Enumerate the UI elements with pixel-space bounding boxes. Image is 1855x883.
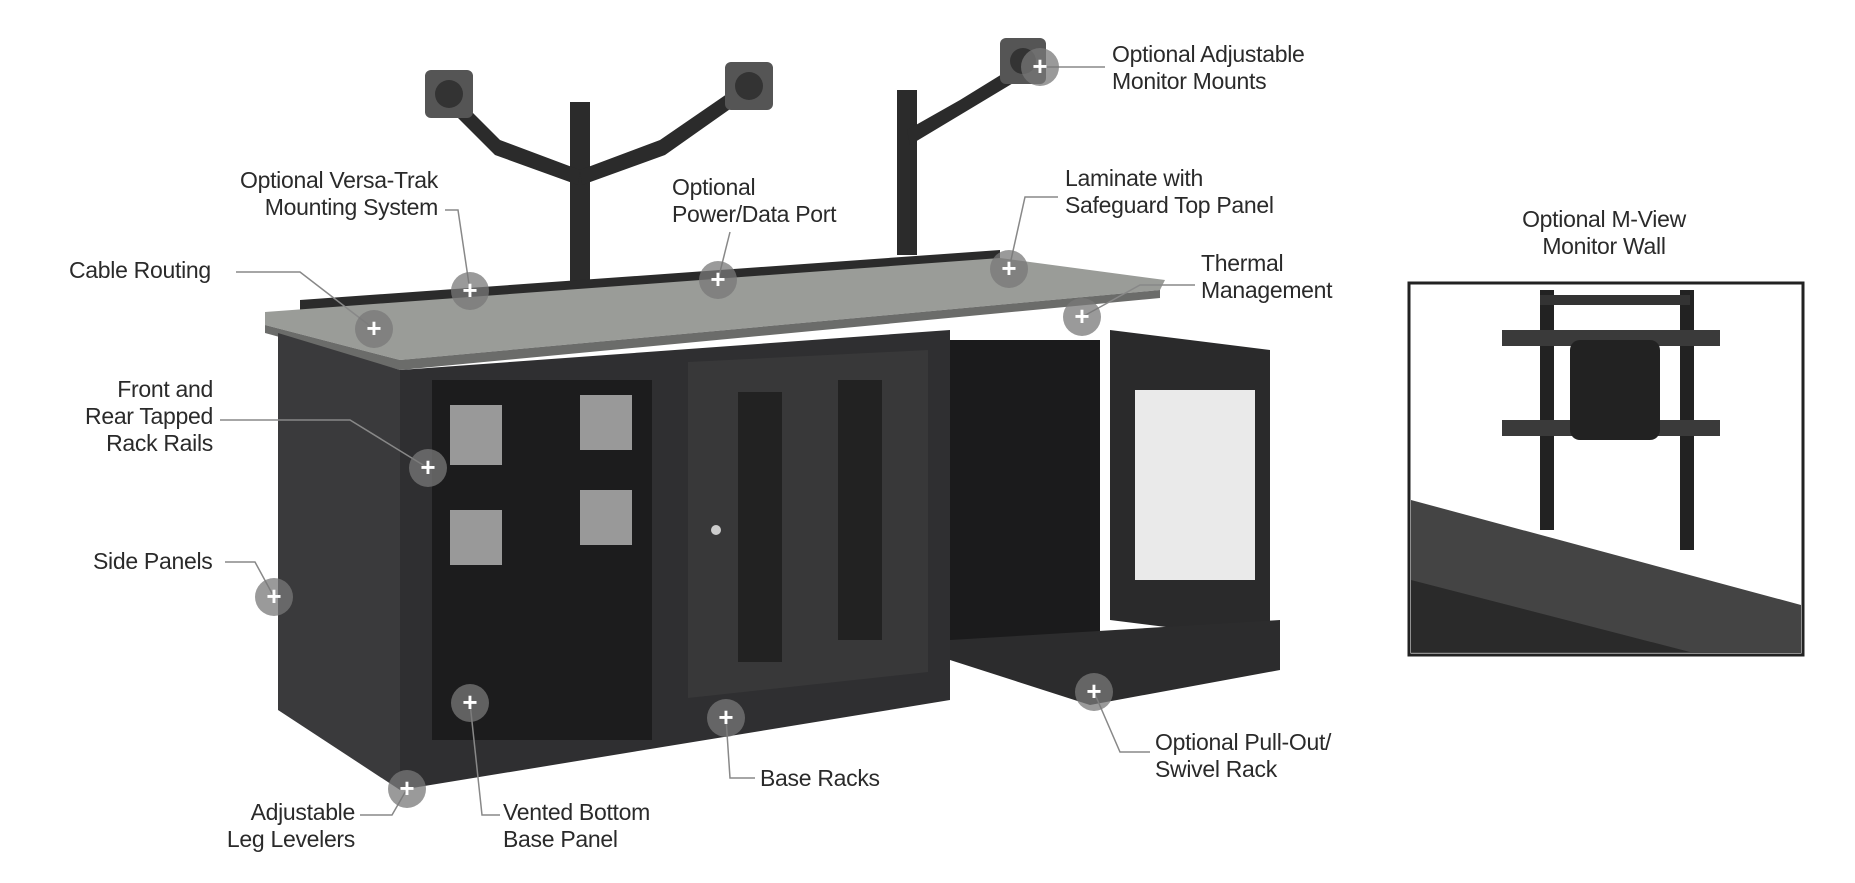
label-line: Front and [117,376,213,402]
label-line: Monitor Wall [1542,233,1666,259]
label-side-panels: Side Panels [93,548,213,575]
label-cable-routing: Cable Routing [69,257,211,284]
label-laminate: Laminate with Safeguard Top Panel [1065,165,1274,219]
side-panel [278,333,400,790]
label-line: Laminate with [1065,165,1204,191]
label-line: Mounting System [264,194,439,220]
label-vented-bottom: Vented Bottom Base Panel [503,799,650,853]
label-pull-out: Optional Pull-Out/ Swivel Rack [1155,729,1331,783]
label-line: Rack Rails [106,430,213,456]
label-line: Rear Tapped [85,403,213,429]
hotspot-laminate[interactable]: + [990,250,1028,288]
label-monitor-wall: Optional M-View Monitor Wall [1504,206,1704,260]
label-line: Power/Data Port [672,201,837,227]
label-line: Monitor Mounts [1112,68,1267,94]
label-rack-rails: Front and Rear Tapped Rack Rails [85,376,213,457]
hotspot-pull-out[interactable]: + [1075,673,1113,711]
pull-out-tray [950,620,1280,705]
hotspot-monitor-mounts[interactable]: + [1021,48,1059,86]
monitor-wall-inset [1407,281,1805,657]
label-line: Leg Levelers [226,826,355,852]
base-rack-door [688,350,928,698]
label-line: Vented Bottom [503,799,650,825]
label-power-data: Optional Power/Data Port [672,174,837,228]
monitor-mounts [425,38,1046,282]
hotspot-thermal[interactable]: + [1063,298,1101,336]
label-line: Swivel Rack [1155,756,1277,782]
label-line: Optional Versa-Trak [240,167,438,193]
label-versa-trak: Optional Versa-Trak Mounting System [240,167,438,221]
label-line: Adjustable [250,799,356,825]
label-line: Optional Pull-Out/ [1155,729,1332,755]
label-line: Side Panels [93,548,213,574]
label-line: Base Racks [760,765,880,791]
hotspot-leg-levelers[interactable]: + [388,770,426,808]
label-line: Cable Routing [69,257,211,283]
hotspot-versa-trak[interactable]: + [451,272,489,310]
label-thermal: Thermal Management [1201,250,1333,304]
hotspot-side-panels[interactable]: + [255,578,293,616]
hotspot-cable-routing[interactable]: + [355,310,393,348]
hotspot-power-data[interactable]: + [699,261,737,299]
label-line: Optional Adjustable [1112,41,1305,67]
label-line: Optional M-View [1522,206,1686,232]
label-line: Safeguard Top Panel [1065,192,1274,218]
label-monitor-mounts: Optional Adjustable Monitor Mounts [1112,41,1305,95]
hotspot-rack-rails[interactable]: + [409,449,447,487]
label-base-racks: Base Racks [760,765,880,792]
rack-frame [950,340,1100,640]
label-line: Base Panel [503,826,618,852]
label-leg-levelers: Adjustable Leg Levelers [227,799,355,853]
hotspot-base-racks[interactable]: + [707,699,745,737]
hotspot-vented-bottom[interactable]: + [451,684,489,722]
label-line: Thermal [1201,250,1284,276]
label-line: Optional [672,174,756,200]
label-line: Management [1201,277,1333,303]
top-panel [265,258,1165,360]
